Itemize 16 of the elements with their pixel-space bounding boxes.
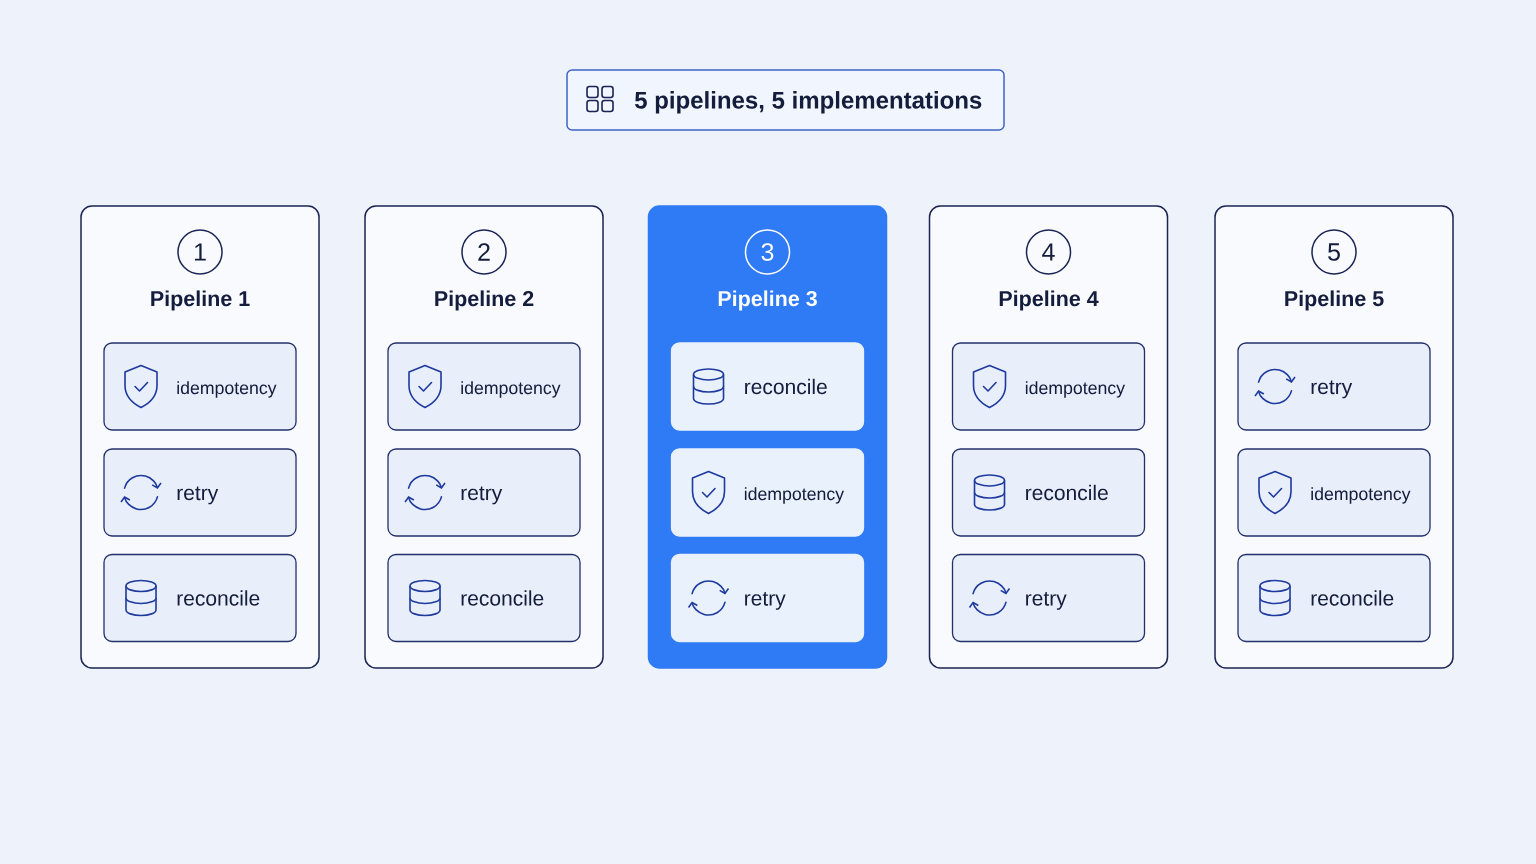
- step-card: idempotency: [387, 342, 581, 431]
- step-card: idempotency: [1237, 448, 1431, 537]
- step-card: idempotency: [670, 448, 865, 537]
- step-card: retry: [1237, 342, 1431, 431]
- step-card: reconcile: [951, 448, 1146, 537]
- step-card: retry: [103, 448, 297, 537]
- step-card: reconcile: [103, 553, 297, 643]
- step-card: retry: [951, 553, 1146, 643]
- step-card: reconcile: [1237, 553, 1431, 643]
- step-card: idempotency: [103, 342, 297, 431]
- title-box: 5 pipelines, 5 implementations: [566, 69, 1005, 131]
- step-card: idempotency: [951, 342, 1146, 431]
- step-card: reconcile: [670, 342, 865, 431]
- step-card: reconcile: [387, 553, 581, 643]
- step-card: retry: [670, 553, 865, 643]
- step-card: retry: [387, 448, 581, 537]
